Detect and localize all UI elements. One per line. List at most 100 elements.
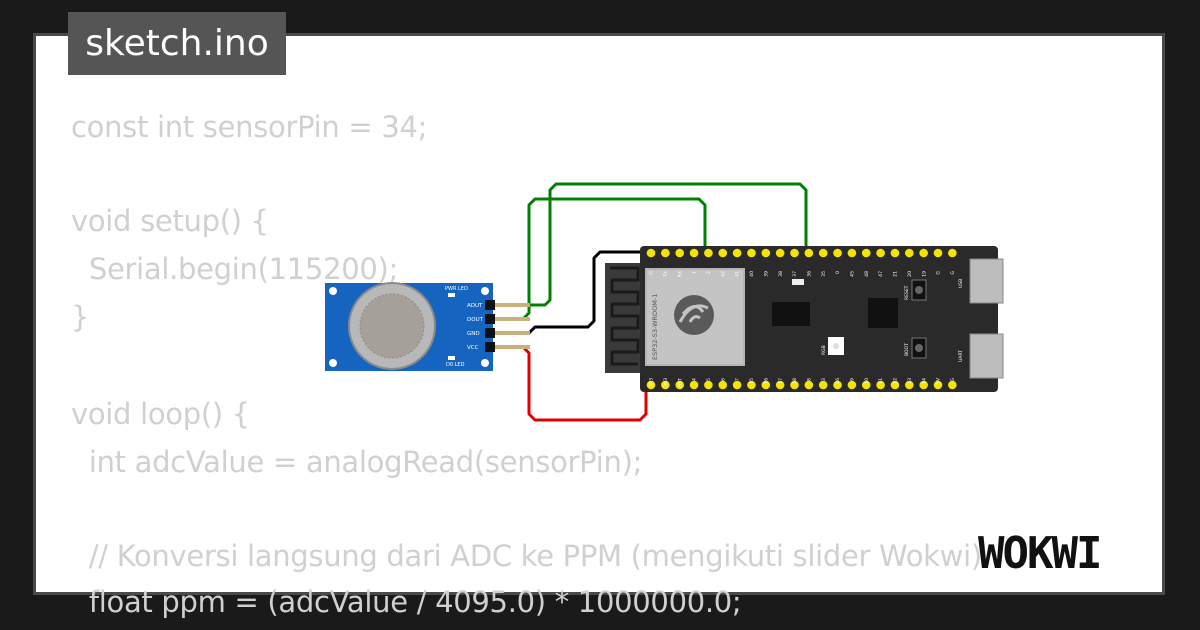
bottom-pin[interactable]: [933, 380, 943, 390]
top-pin-label: 36: [806, 271, 812, 277]
top-pin-label: 42: [720, 271, 726, 277]
espressif-logo-mark: [678, 304, 709, 323]
bottom-pin-label: 46: [835, 378, 841, 384]
top-pin-label: 0: [835, 271, 841, 274]
bottom-pin[interactable]: [804, 380, 814, 390]
top-pin[interactable]: [948, 248, 957, 258]
reset-button-cap[interactable]: [915, 286, 923, 294]
bottom-pin[interactable]: [833, 380, 842, 390]
top-pin[interactable]: [861, 248, 871, 258]
top-pin-label: G: [950, 271, 956, 275]
bottom-pin-label: 12: [893, 378, 899, 384]
top-pin[interactable]: [675, 248, 684, 258]
chip-ldo: [868, 298, 898, 328]
bottom-pin[interactable]: [818, 380, 828, 390]
top-pin[interactable]: [833, 248, 842, 258]
bottom-pin[interactable]: [661, 380, 670, 390]
top-pin[interactable]: [761, 248, 771, 258]
pin-gnd[interactable]: [485, 328, 495, 338]
bottom-pin[interactable]: [704, 380, 713, 390]
top-pin[interactable]: [890, 248, 900, 258]
d0-led: [448, 356, 455, 360]
bottom-pin[interactable]: [747, 380, 756, 390]
top-pin[interactable]: [718, 248, 728, 258]
bottom-pin[interactable]: [718, 380, 728, 390]
top-pin[interactable]: [818, 248, 828, 258]
bottom-pin[interactable]: [948, 380, 957, 390]
top-pin-label: 2: [706, 271, 712, 274]
top-pin[interactable]: [790, 248, 799, 258]
d0-led-label: D0 LED: [446, 362, 465, 368]
sensor-mesh-texture: [359, 293, 425, 359]
bottom-pin-label: 15: [749, 378, 755, 384]
top-pin[interactable]: [646, 248, 656, 258]
uart-label: UART: [958, 350, 964, 362]
boot-button-cap[interactable]: [915, 344, 923, 352]
esp32-s3-devkit[interactable]: ESP32-S3-WROOM-1 RGB RESET BOOT USB UART…: [605, 246, 1004, 392]
top-pin[interactable]: [732, 248, 742, 258]
bottom-pin[interactable]: [847, 380, 857, 390]
boot-label: BOOT: [904, 343, 910, 356]
top-pin[interactable]: [919, 248, 928, 258]
pin-label-dout: DOUT: [467, 317, 484, 323]
bottom-pin-label: 14: [921, 378, 927, 384]
top-pin[interactable]: [933, 248, 943, 258]
bottom-pin-label: 8: [806, 378, 812, 381]
top-pin-label: 20: [907, 271, 913, 277]
top-pin[interactable]: [704, 248, 713, 258]
top-pin-label: 40: [749, 271, 755, 277]
pin-dout[interactable]: [485, 314, 495, 324]
bottom-pin[interactable]: [890, 380, 900, 390]
bottom-pin-label: G: [950, 378, 956, 382]
module-label: ESP32-S3-WROOM-1: [651, 294, 659, 360]
gas-sensor-module[interactable]: PWR LED D0 LED AOUT DOUT GND VCC: [325, 282, 530, 371]
bottom-pin[interactable]: [876, 380, 885, 390]
bottom-pin[interactable]: [761, 380, 771, 390]
bottom-pin[interactable]: [861, 380, 871, 390]
wire-green-aout[interactable]: [495, 182, 808, 307]
top-pin[interactable]: [804, 248, 814, 258]
top-pin[interactable]: [847, 248, 857, 258]
header-pin-gnd: [495, 331, 530, 335]
code-line: void loop() {: [71, 397, 250, 431]
top-pin[interactable]: [747, 248, 756, 258]
top-pin[interactable]: [905, 248, 914, 258]
top-pin[interactable]: [689, 248, 699, 258]
bottom-pin[interactable]: [689, 380, 699, 390]
pin-vcc[interactable]: [485, 342, 495, 352]
bottom-pin-label: 5V: [936, 377, 942, 384]
bottom-pin-label: 17: [778, 378, 784, 384]
top-pin-label: 47: [878, 271, 884, 277]
bottom-pin[interactable]: [732, 380, 742, 390]
bottom-pin-label: 7: [735, 378, 741, 381]
bottom-pin[interactable]: [646, 380, 656, 390]
bottom-pin-label: RST: [677, 378, 683, 387]
usb-connector[interactable]: [969, 258, 1004, 304]
top-pin[interactable]: [876, 248, 885, 258]
bottom-pin-label: 3: [821, 378, 827, 381]
header-pin-vcc: [495, 345, 530, 349]
wokwi-logo-text: WOKWI: [978, 528, 1100, 579]
bottom-pin[interactable]: [775, 380, 785, 390]
code-line: const int sensorPin = 34;: [71, 110, 428, 144]
uart-connector[interactable]: [969, 333, 1004, 379]
top-pin-label: G: [936, 271, 942, 275]
top-pin-label: RX: [677, 271, 683, 277]
top-pin[interactable]: [775, 248, 785, 258]
bottom-pin[interactable]: [919, 380, 928, 390]
bottom-pin[interactable]: [790, 380, 799, 390]
code-line: }: [71, 300, 90, 334]
top-pin[interactable]: [661, 248, 670, 258]
top-pin-label: 38: [778, 271, 784, 277]
pwr-led: [448, 293, 455, 297]
rgb-led-lens: [833, 343, 839, 349]
top-pin-label: G: [649, 271, 655, 275]
code-line: int adcValue = analogRead(sensorPin);: [71, 445, 643, 479]
bottom-pin-label: 4: [692, 378, 698, 381]
pin-aout[interactable]: [485, 300, 495, 310]
bottom-pin[interactable]: [675, 380, 684, 390]
top-pin-label: 41: [735, 271, 741, 277]
bottom-pin[interactable]: [905, 380, 914, 390]
